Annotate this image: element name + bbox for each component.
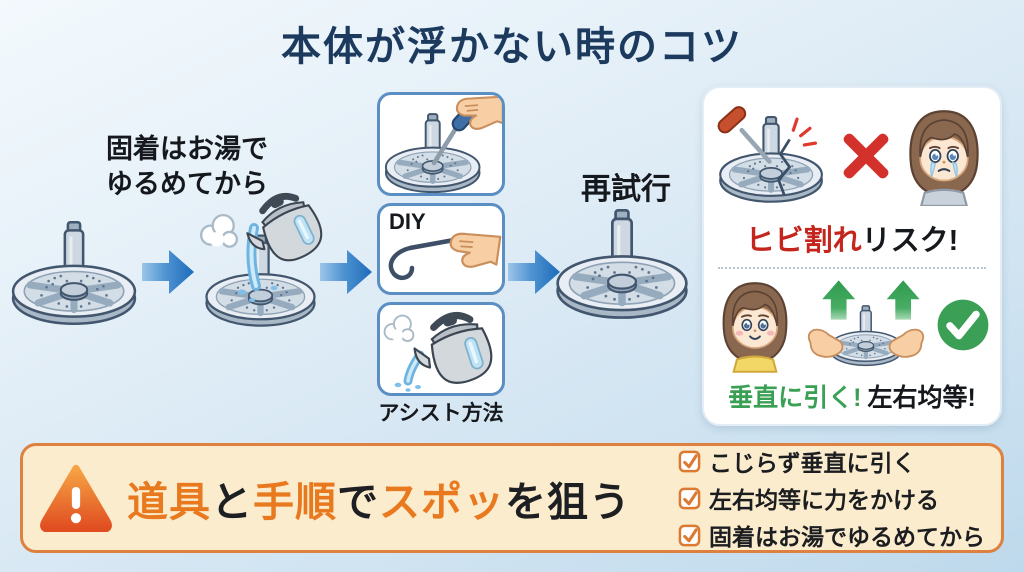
checkbox-checked-icon [678, 449, 701, 473]
assist-caption: アシスト方法 [378, 402, 504, 425]
warning-triangle-icon [40, 464, 112, 532]
headline-segment: 道具 [127, 479, 211, 525]
assist-panel-diy-hook: DIY [377, 203, 505, 295]
screwdriver-pry-illustration [380, 95, 502, 193]
checklist-item-label: 固着はお湯でゆるめてから [709, 524, 985, 550]
checklist-item: こじらず垂直に引く [678, 444, 985, 478]
summary-banner: 道具と手順でスポッを狙う こじらず垂直に引く 左右均等に力をかける 固着はお湯で… [20, 443, 1004, 553]
headline-segment: を狙う [505, 479, 631, 525]
headline-segment: スポッ [379, 479, 505, 525]
vertical-pull-illustration [807, 280, 925, 375]
pulsator-illustration [552, 206, 692, 324]
kettle-pour-illustration [199, 188, 328, 338]
crying-girl-illustration [909, 110, 979, 206]
risk-caption: ヒビ割れリスク! [714, 217, 990, 259]
checklist-item-label: こじらず垂直に引く [709, 450, 916, 476]
risk-caption-rest: リスク! [861, 225, 959, 257]
headline-segment: と [211, 479, 253, 525]
check-circle-icon [936, 298, 990, 352]
retry-label: 再試行 [581, 173, 671, 206]
left-caption: 固着はお湯で ゆるめてから [106, 134, 268, 200]
ok-caption: 垂直に引く!左右均等! [714, 378, 990, 414]
ok-caption-accent: 垂直に引く! [728, 384, 862, 412]
checkbox-checked-icon [678, 523, 701, 547]
diy-label: DIY [389, 209, 426, 234]
cracked-pulsator-illustration [716, 106, 832, 209]
assist-panel-hot-water [377, 302, 505, 396]
assist-panel-pry [377, 92, 505, 196]
risk-caption-accent: ヒビ割れ [745, 225, 862, 257]
checkbox-checked-icon [678, 486, 701, 510]
risk-row [714, 96, 990, 216]
banner-headline: 道具と手順でスポッを狙う [127, 468, 631, 528]
ok-row [714, 274, 990, 376]
checklist: こじらず垂直に引く 左右均等に力をかける 固着はお湯でゆるめてから [678, 444, 985, 552]
checklist-item: 固着はお湯でゆるめてから [678, 518, 985, 552]
headline-segment: で [337, 479, 379, 525]
assist-panel-column: DIY [377, 92, 505, 396]
headline-segment: 手順 [253, 479, 337, 525]
diy-hook-illustration [388, 229, 502, 281]
kettle-steam-illustration [383, 305, 502, 393]
flow-arrow-icon [142, 250, 194, 294]
ok-caption-rest: 左右均等! [867, 384, 976, 412]
card-divider [718, 267, 986, 269]
cross-icon [841, 131, 891, 181]
pulsator-illustration [8, 218, 140, 330]
risk-card: ヒビ割れリスク! 垂直に引く!左右均等! [702, 86, 1002, 426]
checklist-item-label: 左右均等に力をかける [709, 487, 939, 513]
page-title: 本体が浮かない時のコツ [281, 25, 743, 69]
checklist-item: 左右均等に力をかける [678, 481, 985, 515]
smiling-girl-illustration [722, 282, 788, 373]
